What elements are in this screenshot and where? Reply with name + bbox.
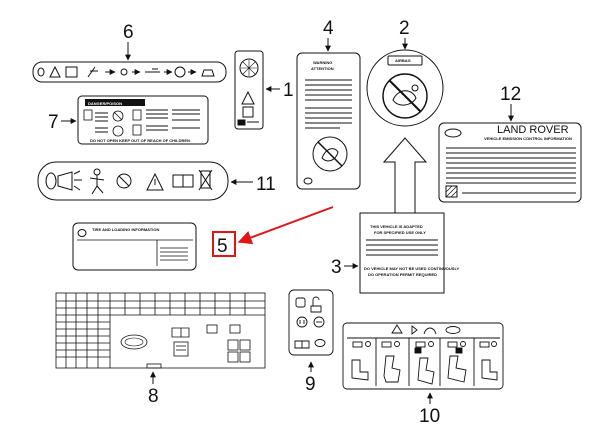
vehicle-notice-line3: DO VEHICLE MAY NOT BE USED CONTINUOUSLY [364, 266, 460, 271]
callout-11-number: 11 [256, 174, 276, 195]
label-9-control-icons [288, 289, 334, 356]
warning-text: WARNING [313, 60, 332, 65]
callout-10: 10 [419, 392, 440, 427]
label-3-vehicle-notice: THIS VEHICLE IS ADAPTED FOR SPECIFIED US… [359, 137, 460, 294]
callout-11: 11 [230, 174, 276, 195]
vehicle-notice-line4: DO OPERATION PERMIT REQUIRED [368, 272, 437, 277]
callout-8: 8 [148, 371, 159, 407]
callout-12-number: 12 [500, 84, 521, 105]
callout-9-number: 9 [305, 374, 316, 395]
callout-6-number: 6 [123, 22, 134, 43]
label-2-airbag: AIRBAG [366, 49, 444, 127]
callout-10-number: 10 [419, 406, 440, 427]
callout-6: 6 [123, 22, 134, 61]
callout-8-number: 8 [148, 386, 159, 407]
callout-3-number: 3 [331, 257, 342, 278]
emission-text: VEHICLE EMISSION CONTROL INFORMATION [484, 136, 572, 141]
label-1-small-vertical [234, 50, 264, 130]
callout-4: 4 [323, 18, 334, 52]
callout-1: 1 [265, 80, 294, 101]
label-7-danger-poison: DANGER/POISON DO NOT OPEN KEEP OUT O [77, 95, 209, 145]
callout-7-number: 7 [48, 112, 59, 133]
danger-footer-text: DO NOT OPEN KEEP OUT OF REACH OF CHILDRE… [90, 138, 190, 143]
callout-12: 12 [500, 84, 521, 122]
attention-text: ATTENTION [311, 66, 334, 71]
danger-poison-text: DANGER/POISON [88, 101, 122, 106]
callout-5-red-arrow [237, 206, 334, 245]
label-11-warning-symbols [37, 161, 229, 201]
label-4-warning-attention: WARNING ATTENTION [296, 52, 361, 190]
callout-5-number: 5 [217, 236, 228, 257]
callout-7: 7 [48, 112, 77, 133]
vehicle-notice-line2: FOR SPECIFIED USE ONLY [374, 230, 426, 235]
label-12-emission-control: LAND ROVER VEHICLE EMISSION CONTROL INFO… [438, 122, 582, 203]
callout-5-highlight-box [212, 231, 236, 257]
callout-3: 3 [331, 257, 359, 278]
label-8-grid-chart [55, 292, 266, 369]
callout-4-number: 4 [323, 18, 334, 39]
callout-2: 2 [399, 18, 410, 50]
label-5-tire-loading: TIRE AND LOADING INFORMATION [72, 222, 197, 271]
vehicle-notice-line1: THIS VEHICLE IS ADAPTED [370, 224, 423, 229]
land-rover-text: LAND ROVER [497, 124, 569, 136]
callout-5-highlighted[interactable]: 5 [212, 206, 334, 257]
callout-1-number: 1 [283, 80, 294, 101]
label-10-seat-panel [342, 322, 504, 390]
tire-info-text: TIRE AND LOADING INFORMATION [92, 227, 159, 232]
label-6-symbol-strip [32, 61, 227, 83]
callout-2-number: 2 [399, 18, 410, 39]
airbag-text: AIRBAG [395, 58, 411, 63]
callout-9: 9 [305, 361, 316, 395]
